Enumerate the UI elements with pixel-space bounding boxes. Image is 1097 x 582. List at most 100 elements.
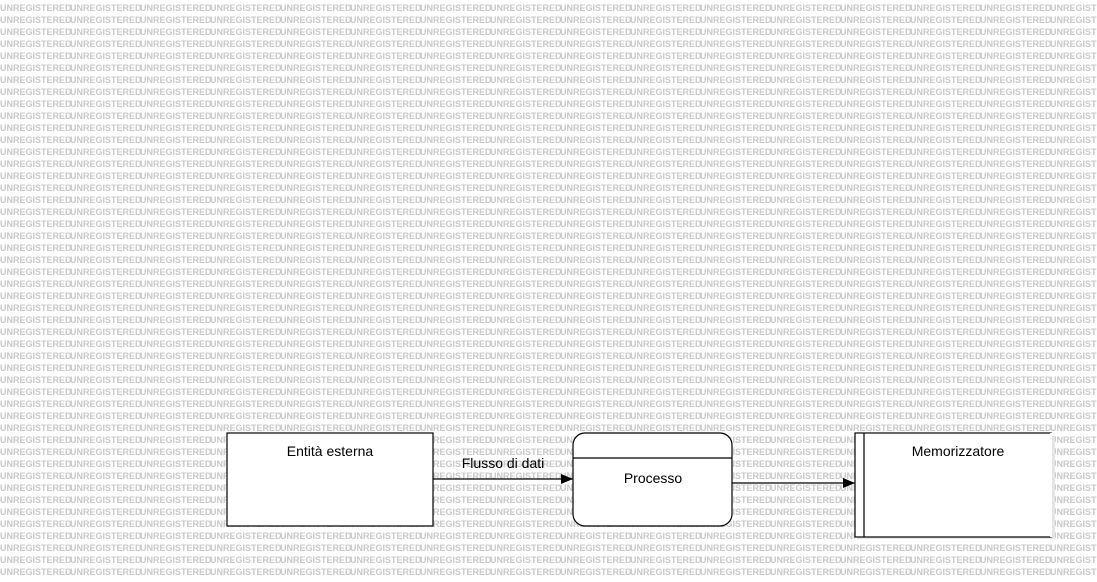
watermark-text: UNREGISTERED xyxy=(630,147,702,157)
watermark-text: UNREGISTERED xyxy=(910,543,982,553)
watermark-text: UNREGISTERED xyxy=(700,219,772,229)
watermark-text: UNREGISTERED xyxy=(210,87,282,97)
watermark-text: UNREGISTERED xyxy=(0,495,72,505)
watermark-text: UNREGISTERED xyxy=(0,291,72,301)
watermark-text: UNREGISTERED xyxy=(70,483,142,493)
watermark-text: UNREGISTERED xyxy=(630,411,702,421)
watermark-text: UNREGISTERED xyxy=(140,351,212,361)
watermark-text: UNREGISTERED xyxy=(280,111,352,121)
watermark-text: UNREGISTERED xyxy=(210,543,282,553)
watermark-text: UNREGISTERED xyxy=(70,351,142,361)
watermark-text: UNREGISTERED xyxy=(350,171,422,181)
watermark-text: UNREGISTERED xyxy=(0,135,72,145)
watermark-text: UNREGISTERED xyxy=(770,51,842,61)
watermark-text: UNREGISTERED xyxy=(350,51,422,61)
watermark-text: UNREGISTERED xyxy=(630,231,702,241)
watermark-text: UNREGISTERED xyxy=(700,543,772,553)
watermark-text: UNREGISTERED xyxy=(910,315,982,325)
watermark-text: UNREGISTERED xyxy=(350,255,422,265)
watermark-text: UNREGISTERED xyxy=(980,135,1052,145)
watermark-text: UNREGISTERED xyxy=(210,159,282,169)
watermark-text: UNREGISTERED xyxy=(560,39,632,49)
data-store-node[interactable]: Memorizzatore xyxy=(854,432,1055,539)
watermark-text: UNREGISTERED xyxy=(630,351,702,361)
watermark-text: UNREGISTERED xyxy=(350,291,422,301)
watermark-text: UNREGISTERED xyxy=(350,219,422,229)
watermark-text: UNREGISTERED xyxy=(420,123,492,133)
watermark-text: UNREGISTERED xyxy=(560,159,632,169)
watermark-text: UNREGISTERED xyxy=(280,303,352,313)
watermark-text: UNREGISTERED xyxy=(210,135,282,145)
watermark-text: UNREGISTERED xyxy=(420,411,492,421)
watermark-text: UNREGISTERED xyxy=(280,171,352,181)
watermark-text: UNREGISTERED xyxy=(280,39,352,49)
watermark-text: UNREGISTERED xyxy=(630,375,702,385)
watermark-text: UNREGISTERED xyxy=(70,495,142,505)
watermark-text: UNREGISTERED xyxy=(1050,495,1097,505)
watermark-text: UNREGISTERED xyxy=(70,459,142,469)
watermark-text: UNREGISTERED xyxy=(490,63,562,73)
watermark-text: UNREGISTERED xyxy=(770,555,842,565)
external-entity-node[interactable]: Entità esterna xyxy=(226,432,434,527)
watermark-text: UNREGISTERED xyxy=(490,171,562,181)
watermark-text: UNREGISTERED xyxy=(770,363,842,373)
watermark-text: UNREGISTERED xyxy=(280,87,352,97)
watermark-text: UNREGISTERED xyxy=(910,159,982,169)
watermark-text: UNREGISTERED xyxy=(0,279,72,289)
watermark-text: UNREGISTERED xyxy=(560,75,632,85)
process-node[interactable]: Processo xyxy=(572,432,733,527)
watermark-text: UNREGISTERED xyxy=(0,327,72,337)
watermark-text: UNREGISTERED xyxy=(490,315,562,325)
watermark-text: UNREGISTERED xyxy=(140,39,212,49)
watermark-text: UNREGISTERED xyxy=(770,183,842,193)
watermark-text: UNREGISTERED xyxy=(770,531,842,541)
watermark-text: UNREGISTERED xyxy=(700,243,772,253)
watermark-text: UNREGISTERED xyxy=(560,123,632,133)
watermark-text: UNREGISTERED xyxy=(350,339,422,349)
watermark-text: UNREGISTERED xyxy=(350,207,422,217)
watermark-text: UNREGISTERED xyxy=(560,375,632,385)
watermark-text: UNREGISTERED xyxy=(420,555,492,565)
watermark-text: UNREGISTERED xyxy=(210,231,282,241)
watermark-text: UNREGISTERED xyxy=(840,219,912,229)
watermark-text: UNREGISTERED xyxy=(630,267,702,277)
watermark-text: UNREGISTERED xyxy=(700,267,772,277)
watermark-text: UNREGISTERED xyxy=(490,471,562,481)
watermark-text: UNREGISTERED xyxy=(210,27,282,37)
watermark-text: UNREGISTERED xyxy=(910,243,982,253)
watermark-text: UNREGISTERED xyxy=(700,483,772,493)
watermark-text: UNREGISTERED xyxy=(1050,147,1097,157)
watermark-text: UNREGISTERED xyxy=(1050,363,1097,373)
watermark-text: UNREGISTERED xyxy=(140,531,212,541)
watermark-text: UNREGISTERED xyxy=(420,447,492,457)
watermark-text: UNREGISTERED xyxy=(630,51,702,61)
watermark-text: UNREGISTERED xyxy=(140,123,212,133)
watermark-text: UNREGISTERED xyxy=(630,291,702,301)
watermark-text: UNREGISTERED xyxy=(840,303,912,313)
watermark-text: UNREGISTERED xyxy=(630,123,702,133)
watermark-text: UNREGISTERED xyxy=(560,195,632,205)
watermark-text: UNREGISTERED xyxy=(770,507,842,517)
watermark-text: UNREGISTERED xyxy=(770,15,842,25)
watermark-text: UNREGISTERED xyxy=(420,135,492,145)
watermark-text: UNREGISTERED xyxy=(280,255,352,265)
watermark-text: UNREGISTERED xyxy=(840,135,912,145)
watermark-text: UNREGISTERED xyxy=(420,567,492,577)
watermark-text: UNREGISTERED xyxy=(770,339,842,349)
watermark-text: UNREGISTERED xyxy=(70,315,142,325)
watermark-text: UNREGISTERED xyxy=(140,327,212,337)
watermark-text: UNREGISTERED xyxy=(700,351,772,361)
data-flow-edge[interactable]: Flusso di dati xyxy=(433,455,573,484)
watermark-text: UNREGISTERED xyxy=(840,327,912,337)
watermark-text: UNREGISTERED xyxy=(700,375,772,385)
watermark-text: UNREGISTERED xyxy=(140,315,212,325)
watermark-text: UNREGISTERED xyxy=(560,531,632,541)
watermark-text: UNREGISTERED xyxy=(840,39,912,49)
watermark-text: UNREGISTERED xyxy=(770,327,842,337)
watermark-text: UNREGISTERED xyxy=(980,279,1052,289)
watermark-text: UNREGISTERED xyxy=(910,267,982,277)
process-box xyxy=(572,432,733,527)
watermark-text: UNREGISTERED xyxy=(560,567,632,577)
watermark-text: UNREGISTERED xyxy=(560,63,632,73)
watermark-text: UNREGISTERED xyxy=(840,231,912,241)
